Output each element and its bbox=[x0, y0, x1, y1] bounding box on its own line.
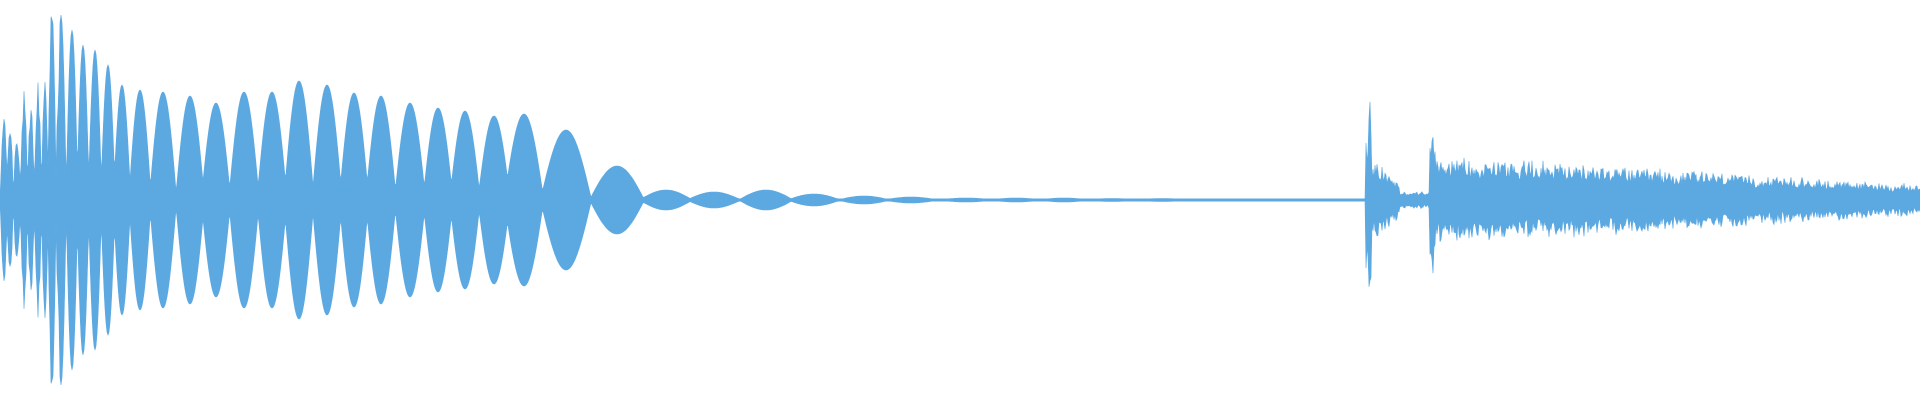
waveform-amplitude-envelope bbox=[0, 14, 1920, 386]
